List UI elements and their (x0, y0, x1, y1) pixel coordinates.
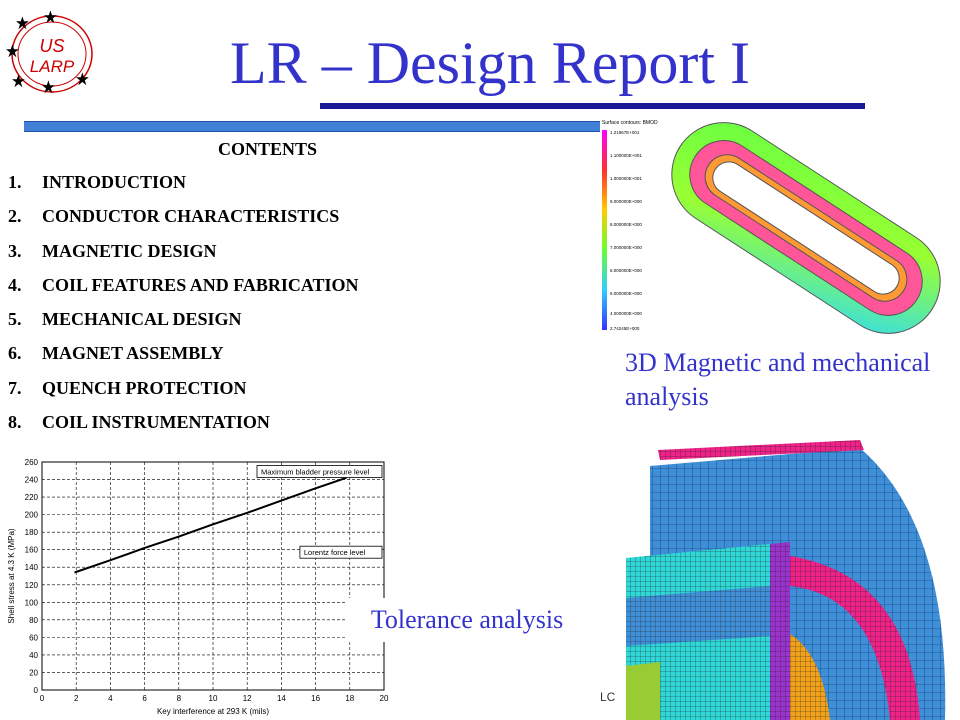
list-item: 5.MECHANICAL DESIGN (8, 309, 242, 330)
legend-value: 8.000000E+000 (610, 222, 642, 227)
list-item: 6.MAGNET ASSEMBLY (8, 343, 224, 364)
star-icon (6, 10, 89, 94)
y-tick-label: 140 (25, 563, 39, 572)
x-tick-label: 2 (74, 694, 79, 703)
annotation-box (256, 465, 383, 478)
coil-caption: 3D Magnetic and mechanical analysis (625, 348, 931, 411)
annotation-box (299, 545, 383, 559)
legend-value: 4.000000E+000 (610, 311, 642, 316)
y-tick-label: 20 (29, 668, 38, 677)
logo-line1: US (39, 36, 64, 56)
magnet-section-figure (626, 440, 946, 720)
x-tick-label: 4 (108, 694, 113, 703)
legend-value: 1.100000E+001 (610, 153, 642, 158)
x-tick-label: 6 (142, 694, 147, 703)
x-tick-label: 20 (380, 694, 389, 703)
contents-list: 1.INTRODUCTION 2.CONDUCTOR CHARACTERISTI… (8, 170, 359, 444)
list-item: 8.COIL INSTRUMENTATION (8, 412, 270, 433)
logo-line2: LARP (30, 57, 75, 76)
list-item: 4.COIL FEATURES AND FABRICATION (8, 274, 359, 295)
y-tick-label: 100 (25, 598, 39, 607)
list-item: 7.QUENCH PROTECTION (8, 377, 247, 398)
title-underline (320, 103, 865, 109)
x-tick-label: 10 (209, 694, 218, 703)
blue-divider-bar (24, 121, 600, 132)
tolerance-caption: Tolerance analysis (346, 598, 588, 642)
y-tick-label: 240 (25, 476, 39, 485)
y-tick-label: 160 (25, 546, 39, 555)
footer-code: LC (600, 690, 616, 704)
x-axis-label: Key interference at 293 K (mils) (157, 707, 269, 716)
y-tick-label: 80 (29, 616, 38, 625)
x-tick-label: 12 (243, 694, 252, 703)
annotation-label: Maximum bladder pressure level (261, 468, 370, 477)
y-tick-label: 200 (25, 511, 39, 520)
legend-value: 5.000000E+000 (610, 291, 642, 296)
list-item: 1.INTRODUCTION (8, 172, 187, 192)
series-line (74, 476, 347, 574)
y-tick-label: 180 (25, 528, 39, 537)
x-tick-label: 14 (277, 694, 286, 703)
y-tick-label: 40 (29, 651, 38, 660)
legend-value: 7.000000E+000 (610, 245, 642, 250)
colorbar (602, 130, 607, 330)
y-tick-label: 120 (25, 581, 39, 590)
legend-title: Surface contours: BMOD (602, 120, 658, 126)
y-tick-label: 220 (25, 493, 39, 502)
y-tick-label: 60 (29, 633, 38, 642)
contents-heading: CONTENTS (218, 139, 318, 159)
us-larp-logo: US LARP (6, 10, 93, 94)
legend-value: 1.000000E+001 (610, 176, 642, 181)
list-item: 3.MAGNETIC DESIGN (8, 240, 217, 261)
list-item: 2.CONDUCTOR CHARACTERISTICS (8, 206, 340, 227)
x-tick-label: 0 (40, 694, 45, 703)
plot-area (41, 461, 385, 691)
legend-value: 2.74245E+000 (610, 326, 640, 331)
y-axis-label: Shell stress at 4.3 K (MPa) (7, 528, 16, 623)
legend-value: 9.000000E+000 (610, 199, 642, 204)
y-tick-label: 0 (34, 686, 39, 695)
coil-field-figure: Surface contours: BMOD 1.21967E+001 1.10… (602, 120, 941, 334)
legend-value: 6.000000E+000 (610, 268, 642, 273)
page-title: LR – Design Report I (230, 30, 750, 96)
racetrack-coil (671, 122, 941, 334)
x-tick-label: 16 (311, 694, 320, 703)
annotation-label: Lorentz force level (304, 548, 366, 557)
x-tick-label: 18 (345, 694, 354, 703)
x-tick-label: 8 (177, 694, 182, 703)
y-tick-label: 260 (25, 458, 39, 467)
legend-value: 1.21967E+001 (610, 130, 640, 135)
